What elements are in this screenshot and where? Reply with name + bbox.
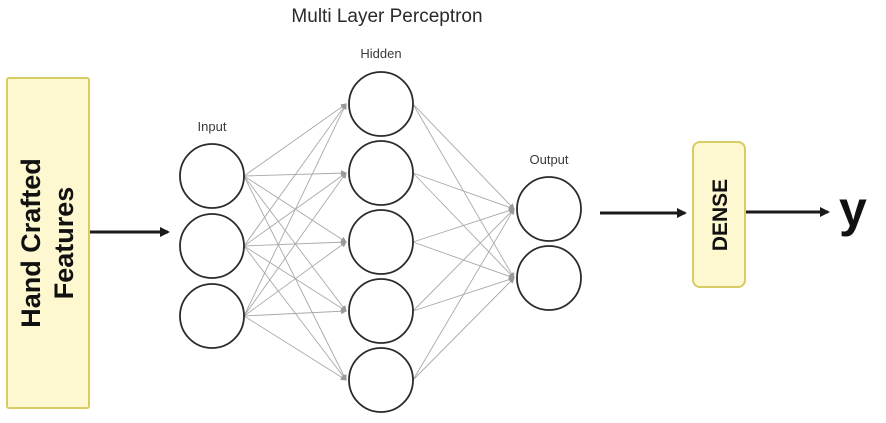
- features-label-line2: Features: [49, 187, 79, 300]
- connection-input-2-to-hidden-1: [243, 103, 347, 247]
- connection-hidden-2-to-output-1: [412, 172, 515, 211]
- output-layer-label: Output: [529, 152, 568, 167]
- hidden-neuron-4: [348, 278, 414, 344]
- connection-hidden-5-to-output-1: [412, 208, 515, 381]
- connection-hidden-5-to-output-2: [412, 277, 515, 381]
- mlp-neurons: [179, 71, 582, 413]
- connection-input-3-to-hidden-4: [243, 308, 347, 317]
- output-neuron-2: [516, 245, 582, 311]
- connection-hidden-3-to-output-1: [412, 207, 515, 243]
- hidden-neuron-1: [348, 71, 414, 137]
- connection-input-1-to-hidden-4: [243, 175, 347, 312]
- output-variable-y: y: [839, 181, 867, 237]
- hidden-layer-label: Hidden: [360, 46, 401, 61]
- dense-label: DENSE: [709, 179, 732, 251]
- hidden-neuron-3: [348, 209, 414, 275]
- connection-input-3-to-hidden-2: [243, 172, 347, 317]
- connection-input-3-to-hidden-5: [243, 315, 347, 381]
- input-layer-label: Input: [198, 119, 227, 134]
- input-neuron-3: [179, 283, 245, 349]
- output-neuron-1: [516, 176, 582, 242]
- features-label-line1: Hand Crafted: [16, 158, 46, 328]
- hand-crafted-features-box: Hand Crafted Features: [6, 77, 90, 409]
- hidden-neuron-2: [348, 140, 414, 206]
- connection-input-3-to-hidden-1: [243, 103, 347, 317]
- hidden-neuron-5: [348, 347, 414, 413]
- connection-hidden-1-to-output-1: [412, 103, 515, 210]
- diagram-title: Multi Layer Perceptron: [291, 6, 482, 27]
- dense-box: DENSE: [692, 141, 746, 288]
- input-neuron-2: [179, 213, 245, 279]
- connection-input-3-to-hidden-3: [243, 241, 347, 317]
- connection-input-2-to-hidden-5: [243, 245, 347, 381]
- connection-input-1-to-hidden-1: [243, 103, 347, 177]
- input-neuron-1: [179, 143, 245, 209]
- mlp-connections: [243, 103, 515, 381]
- connection-hidden-4-to-output-1: [412, 208, 515, 312]
